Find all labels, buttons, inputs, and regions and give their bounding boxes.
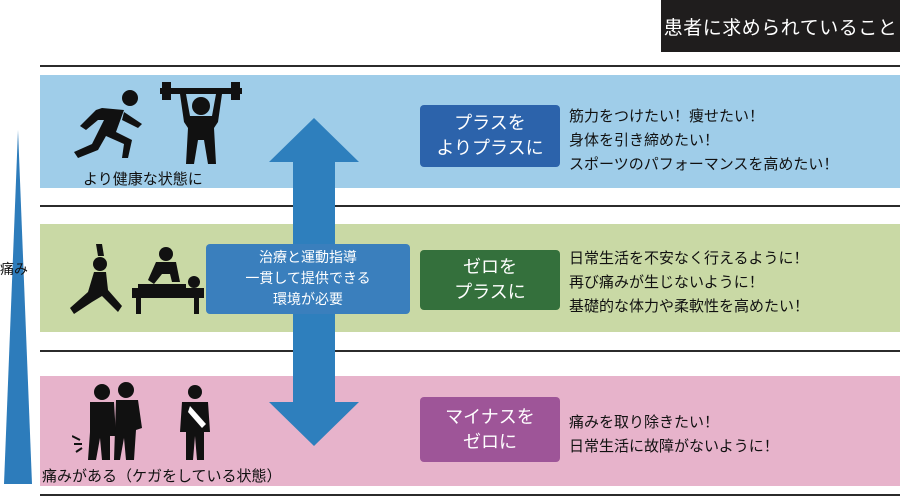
tag-line: ゼロを <box>463 257 517 278</box>
pain-scale-wedge <box>4 130 32 484</box>
injured-people-icon <box>72 382 142 460</box>
desc-item: 筋力をつけたい！痩せたい！ <box>569 107 765 125</box>
center-line: 治療と運動指導 <box>259 249 357 266</box>
pain-axis-label: 痛み <box>0 262 28 278</box>
center-line: 一貫して提供できる <box>245 270 371 287</box>
tag-line: ゼロに <box>463 431 517 453</box>
tag-line: プラスを <box>454 113 526 134</box>
center-line: 環境が必要 <box>273 291 343 308</box>
tag-line: プラスに <box>454 282 526 303</box>
divider-line <box>40 205 900 207</box>
tag-line: マイナスを <box>445 406 535 428</box>
desc-item: 再び痛みが生じないように！ <box>569 273 764 291</box>
desc-pain: 痛みを取り除きたい！ 日常生活に故障がないように！ <box>569 410 779 458</box>
tag-zero-to-plus: ゼロを プラスに <box>420 250 560 310</box>
divider-line <box>40 494 900 496</box>
desc-item: 基礎的な体力や柔軟性を高めたい！ <box>569 297 810 315</box>
tag-minus-to-zero: マイナスを ゼロに <box>420 397 560 462</box>
band-label-healthy: より健康な状態に <box>83 170 203 188</box>
weightlifter-icon <box>160 82 242 164</box>
runner-icon <box>74 90 142 158</box>
tag-line: よりプラスに <box>436 138 544 159</box>
desc-item: 痛みを取り除きたい！ <box>569 413 720 431</box>
desc-item: スポーツのパフォーマンスを高めたい！ <box>569 155 839 173</box>
desc-item: 日常生活を不安なく行えるように！ <box>569 249 809 267</box>
arm-sling-icon <box>180 385 210 460</box>
massage-therapy-icon <box>132 247 204 314</box>
desc-item: 日常生活に故障がないように！ <box>569 437 779 455</box>
desc-zero: 日常生活を不安なく行えるように！ 再び痛みが生じないように！ 基礎的な体力や柔軟… <box>569 246 809 318</box>
center-message-box: 治療と運動指導 一貫して提供できる 環境が必要 <box>206 244 410 314</box>
yoga-stretch-icon <box>70 244 122 314</box>
tag-plus-to-more-plus: プラスを よりプラスに <box>420 105 560 167</box>
header-title: 患者に求められていること <box>661 0 900 52</box>
band-label-pain: 痛みがある（ケガをしている状態） <box>42 467 282 485</box>
divider-line <box>40 65 900 67</box>
desc-healthy: 筋力をつけたい！痩せたい！ 身体を引き締めたい！ スポーツのパフォーマンスを高め… <box>569 104 838 176</box>
desc-item: 身体を引き締めたい！ <box>569 131 720 149</box>
divider-line <box>40 350 900 352</box>
